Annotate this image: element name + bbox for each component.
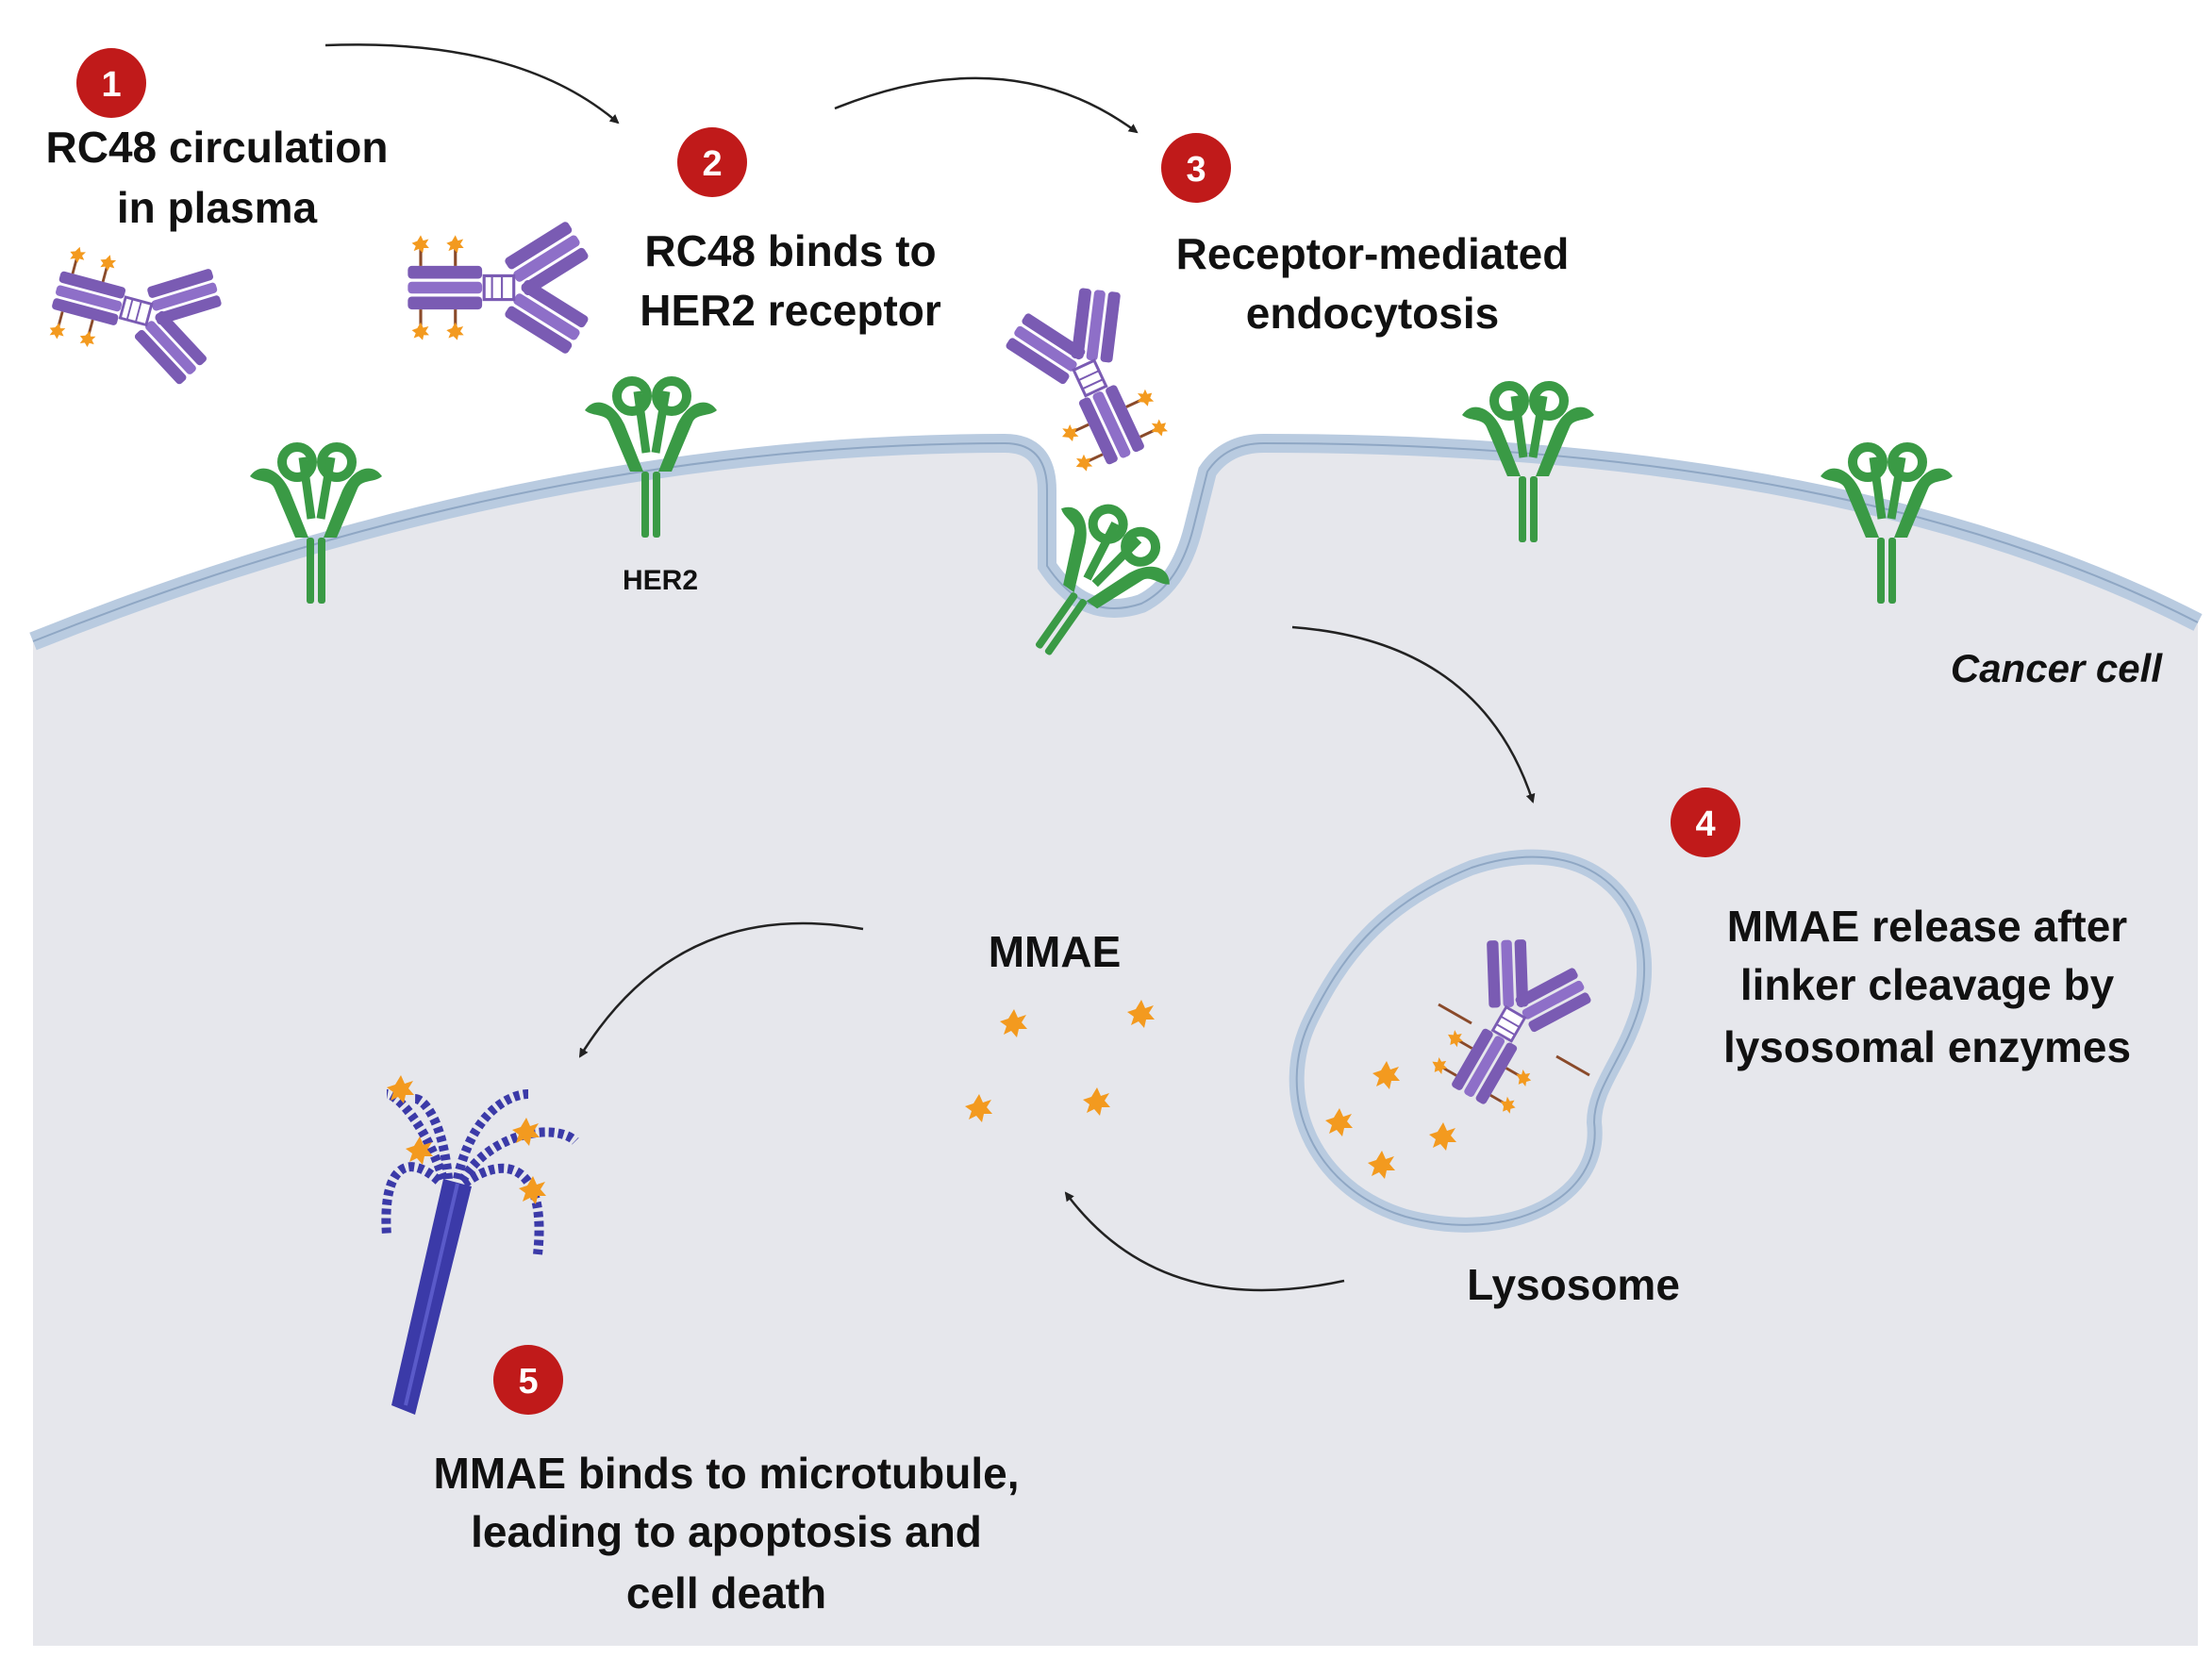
step-5-label: MMAE binds to microtubule, leading to ap…	[434, 1449, 1020, 1617]
step-4-badge: 4	[1671, 788, 1740, 857]
step-3-label: Receptor-mediated endocytosis	[1176, 229, 1570, 338]
svg-text:2: 2	[702, 144, 722, 184]
step-3-badge: 3	[1161, 133, 1231, 203]
svg-text:5: 5	[518, 1362, 538, 1401]
step-1-label: RC48 circulation in plasma	[46, 123, 389, 232]
lysosome-label: Lysosome	[1467, 1260, 1680, 1309]
svg-text:MMAE release after: MMAE release after	[1727, 902, 2127, 951]
her2-label: HER2	[623, 565, 698, 596]
rc48-antibody-plasma	[41, 231, 231, 391]
svg-text:RC48 binds to: RC48 binds to	[644, 226, 936, 275]
svg-text:HER2 receptor: HER2 receptor	[640, 286, 941, 335]
arrow-mmae-to-5	[578, 921, 864, 1058]
step-2-badge: 2	[677, 127, 747, 197]
svg-text:MMAE binds to microtubule,: MMAE binds to microtubule,	[434, 1449, 1020, 1498]
cancer-cell-cytoplasm	[33, 443, 2198, 1646]
step-4-label: MMAE release after linker cleavage by ly…	[1723, 902, 2131, 1071]
arrow-3-to-4	[1291, 625, 1536, 804]
svg-text:linker cleavage by: linker cleavage by	[1740, 960, 2115, 1009]
cancer-cell-label: Cancer cell	[1951, 646, 2163, 690]
svg-text:leading to apoptosis and: leading to apoptosis and	[471, 1507, 982, 1556]
mmae-label: MMAE	[989, 927, 1122, 976]
rc48-antibody-bound	[407, 221, 590, 356]
arrow-4-to-mmae	[1064, 1191, 1345, 1292]
step-5-badge: 5	[493, 1345, 563, 1415]
svg-text:3: 3	[1186, 150, 1206, 190]
svg-text:lysosomal enzymes: lysosomal enzymes	[1723, 1022, 2131, 1071]
arrow-2-to-3	[834, 76, 1139, 134]
step-1-badge: 1	[76, 48, 146, 118]
svg-text:4: 4	[1695, 804, 1715, 844]
svg-text:endocytosis: endocytosis	[1246, 289, 1499, 338]
svg-text:1: 1	[101, 65, 121, 105]
svg-text:RC48 circulation: RC48 circulation	[46, 123, 389, 172]
svg-text:cell death: cell death	[626, 1568, 826, 1617]
svg-text:in plasma: in plasma	[117, 183, 318, 232]
arrow-1-to-2	[324, 43, 620, 124]
step-2-label: RC48 binds to HER2 receptor	[640, 226, 941, 335]
svg-text:Receptor-mediated: Receptor-mediated	[1176, 229, 1570, 278]
